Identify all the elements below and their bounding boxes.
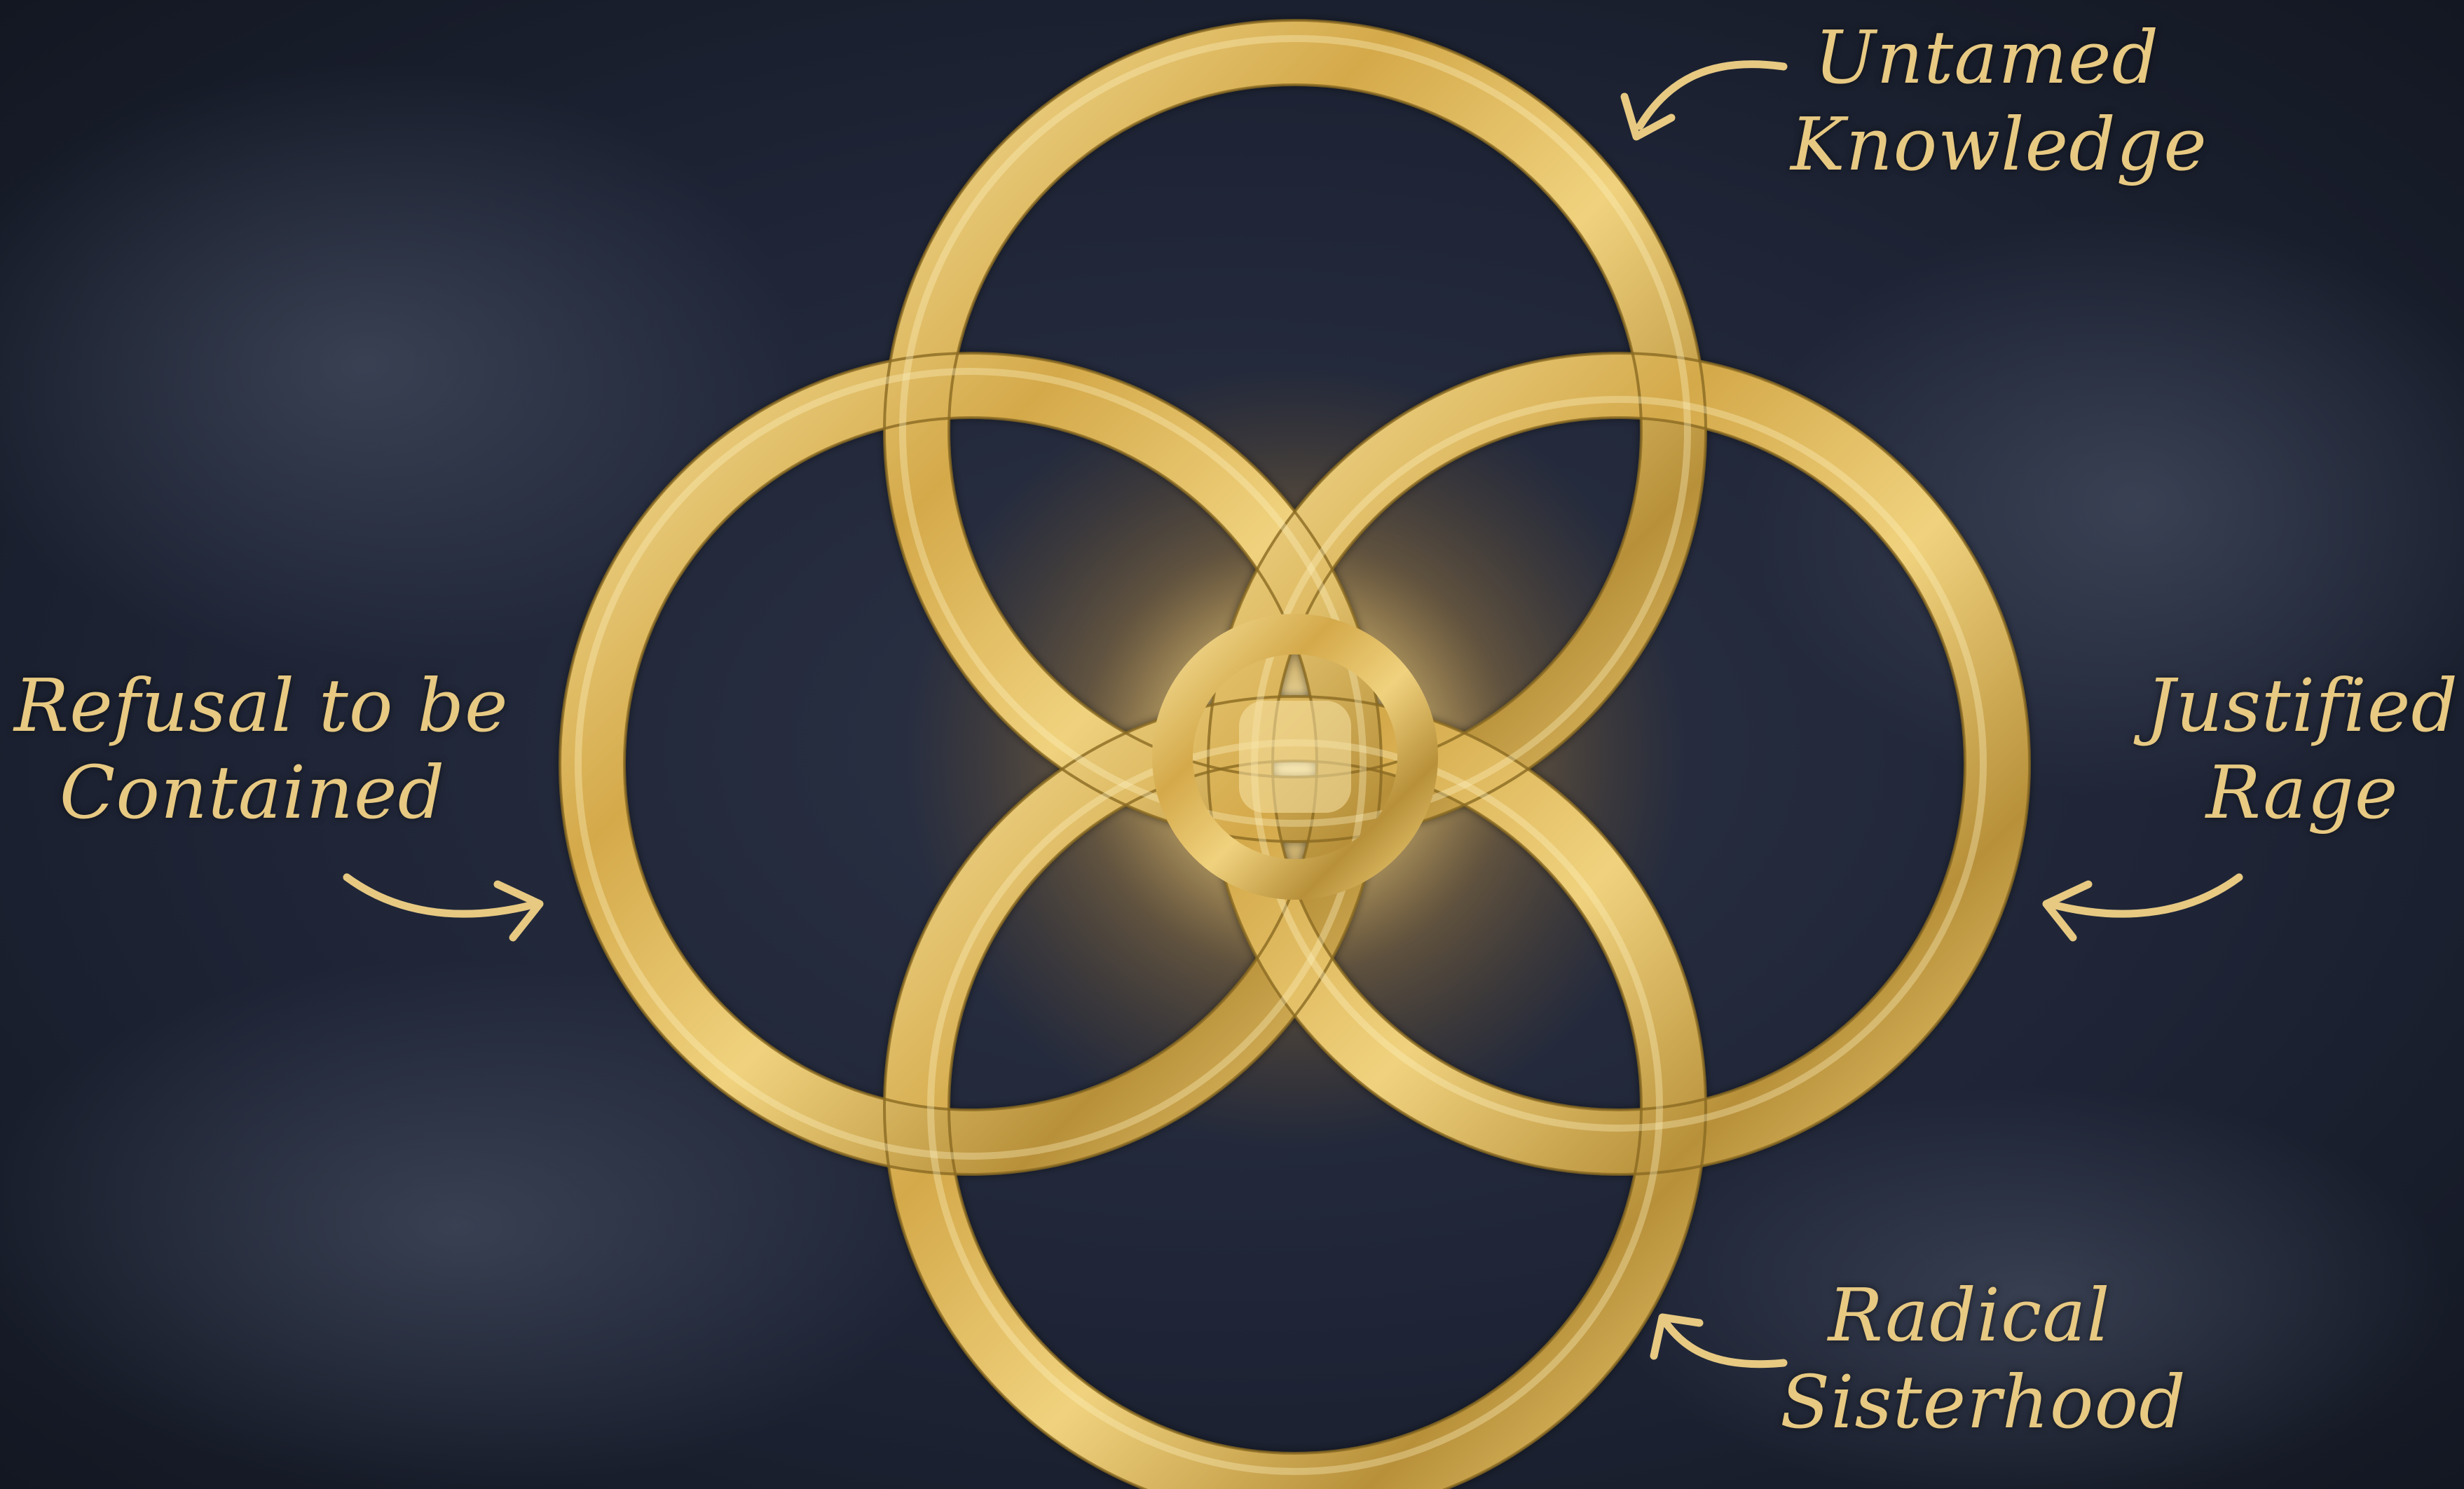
label-refusal-to-be-contained: Refusal to be Contained xyxy=(14,662,491,836)
label-line: Contained xyxy=(14,749,491,836)
label-line: Justified xyxy=(2144,662,2460,749)
label-radical-sisterhood: Radical Sisterhood xyxy=(1780,1272,2158,1446)
label-line: Knowledge xyxy=(1791,101,2183,188)
label-line: Radical xyxy=(1780,1272,2158,1359)
background-mist xyxy=(0,960,946,1489)
label-line: Sisterhood xyxy=(1780,1359,2158,1446)
label-line: Rage xyxy=(2144,749,2460,836)
label-untamed-knowledge: Untamed Knowledge xyxy=(1791,14,2183,188)
label-line: Refusal to be xyxy=(14,662,491,749)
label-justified-rage: Justified Rage xyxy=(2144,662,2460,836)
label-line: Untamed xyxy=(1791,14,2183,101)
